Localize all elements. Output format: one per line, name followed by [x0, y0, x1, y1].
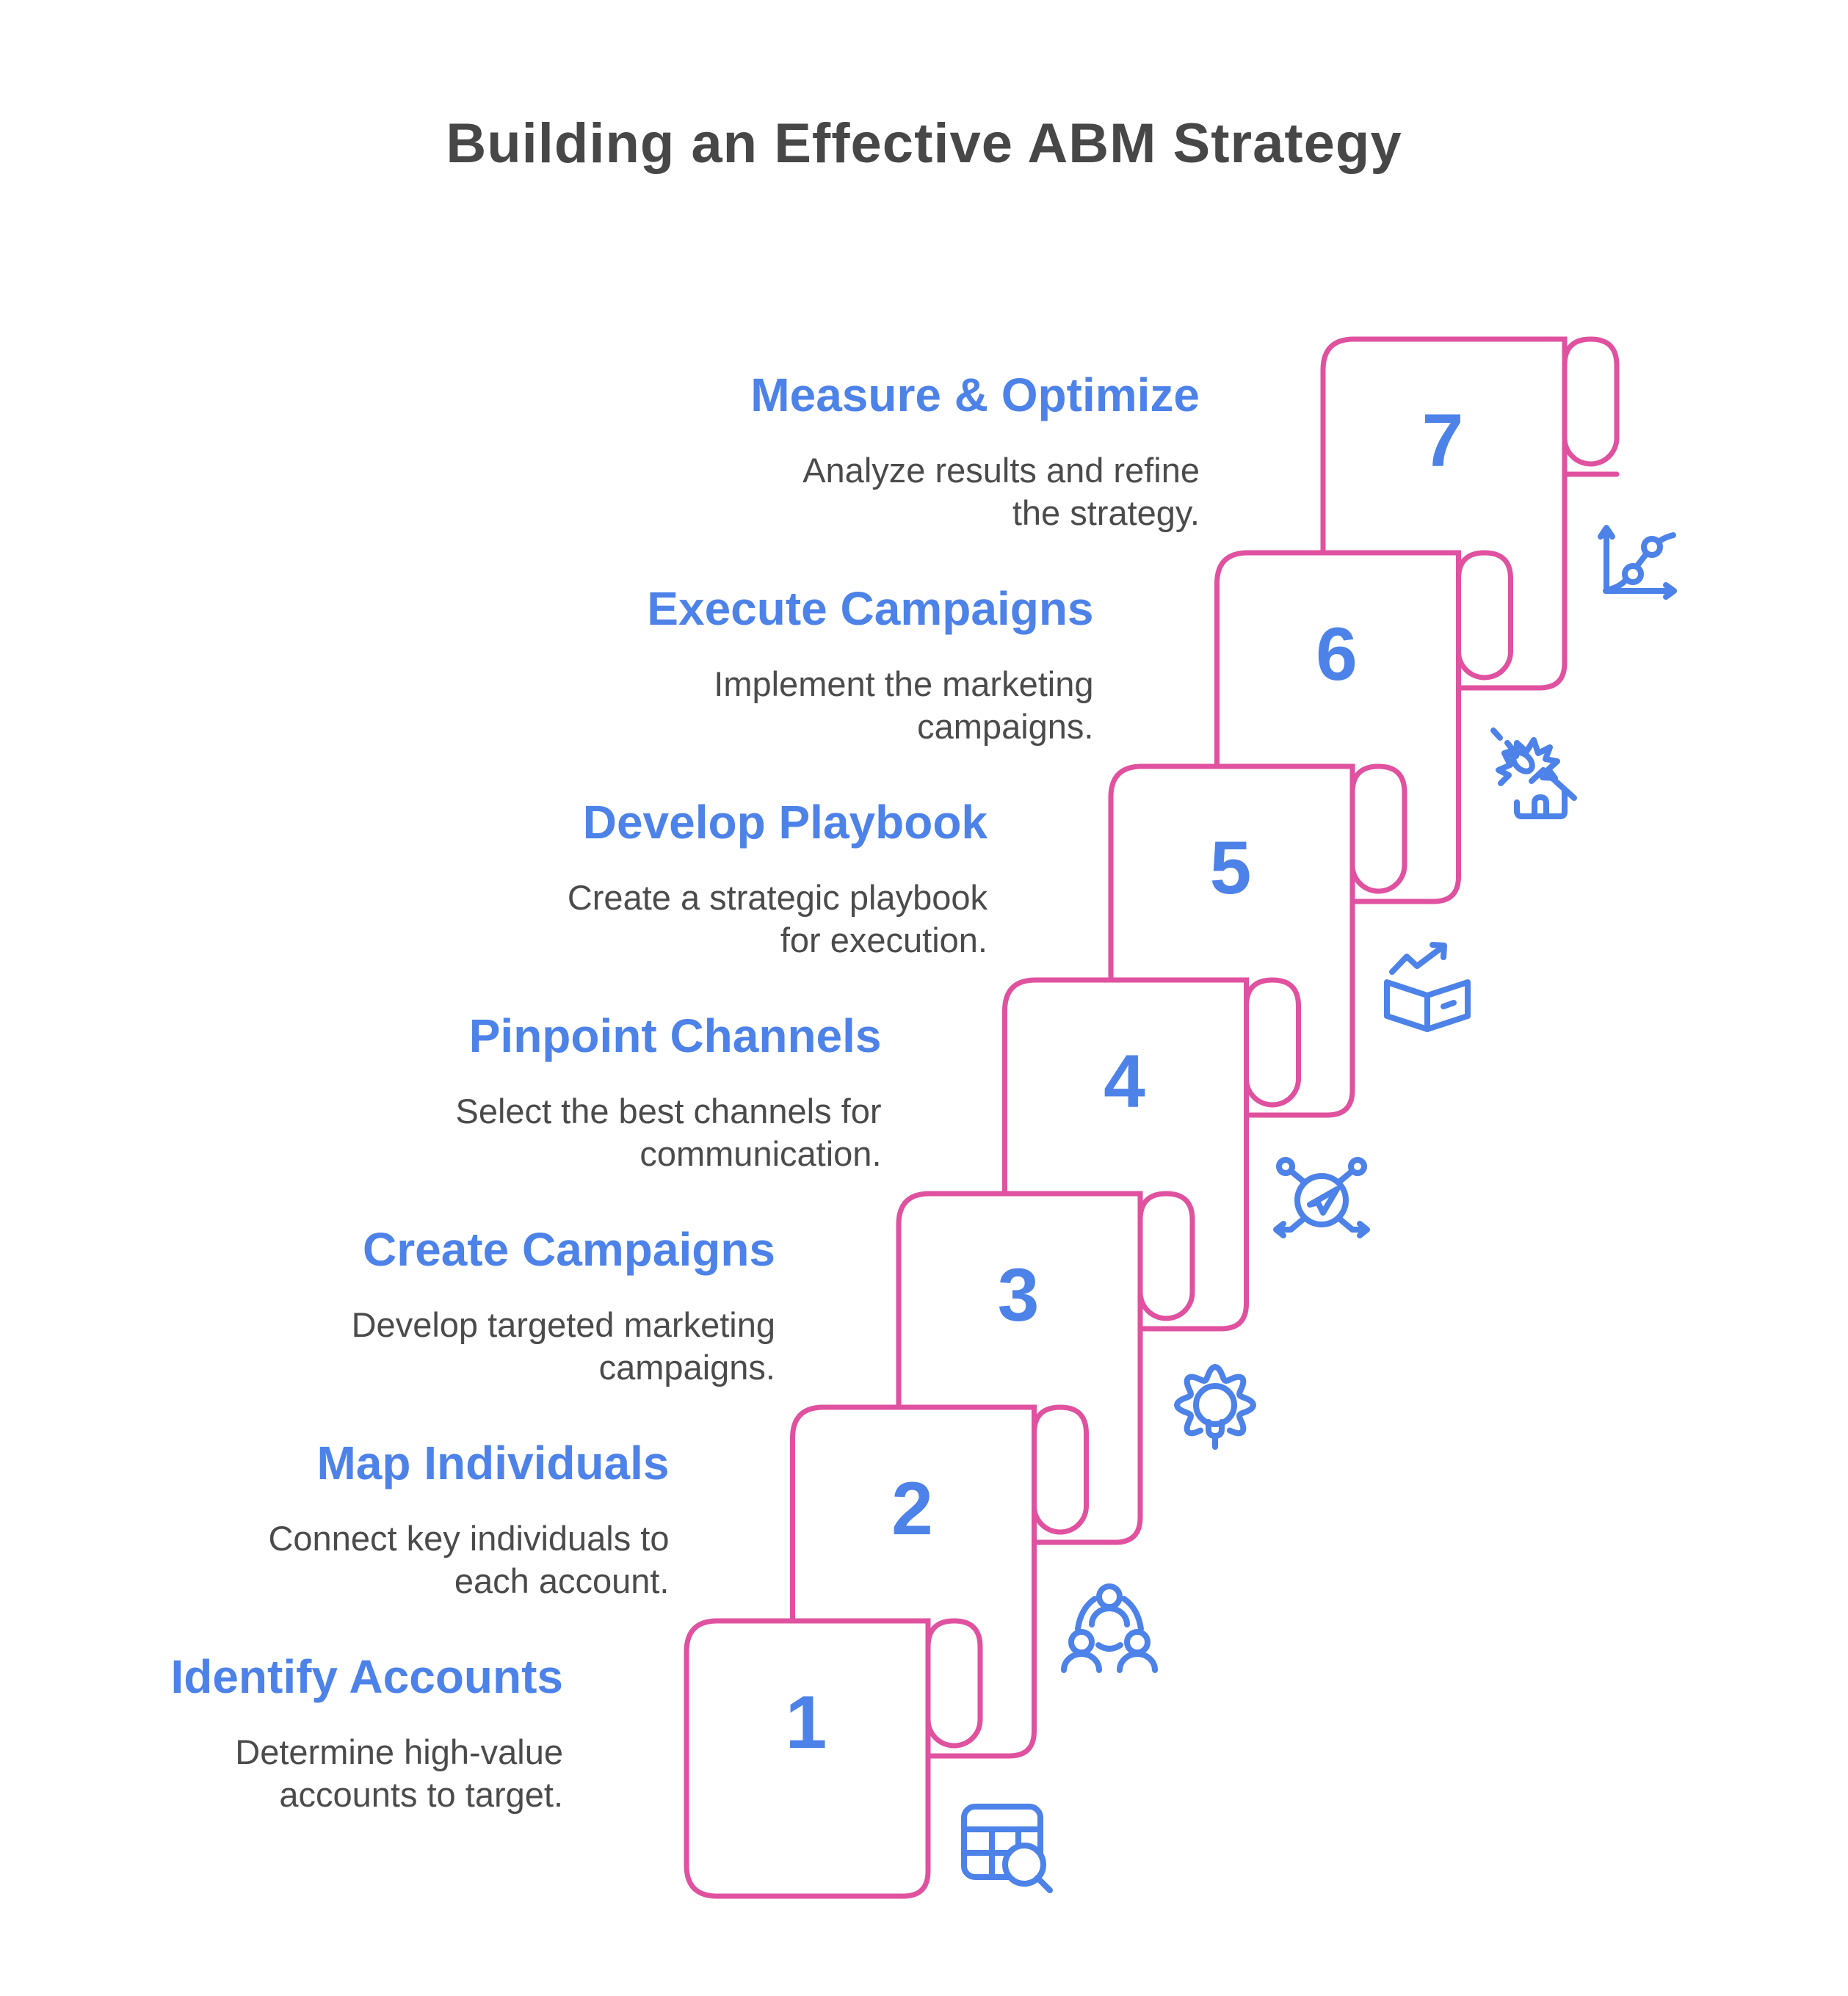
playbook-growth-icon — [1372, 934, 1482, 1044]
step-6-textblock: Execute Campaigns Implement the marketin… — [433, 581, 1094, 748]
step-4-title: Pinpoint Channels — [468, 1009, 882, 1062]
step-4-textblock: Pinpoint Channels Select the best channe… — [221, 1008, 882, 1175]
page-title: Building an Effective ABM Strategy — [446, 112, 1402, 175]
step-3-number: 3 — [997, 1253, 1040, 1337]
step-6-number: 6 — [1316, 612, 1358, 696]
gear-lightbulb-icon — [1160, 1361, 1270, 1471]
step-2-number: 2 — [891, 1467, 933, 1550]
line-chart-icon — [1584, 507, 1695, 617]
step-6-title: Execute Campaigns — [647, 582, 1094, 635]
step-7-number: 7 — [1421, 399, 1464, 482]
step-7-title: Measure & Optimize — [750, 369, 1200, 421]
step-7-textblock: Measure & Optimize Analyze results and r… — [539, 367, 1200, 534]
step-2-title: Map Individuals — [316, 1437, 670, 1489]
team-network-icon — [1054, 1575, 1164, 1685]
step-4-number: 4 — [1104, 1039, 1145, 1123]
step-2-textblock: Map Individuals Connect key individuals … — [9, 1435, 670, 1603]
table-search-icon — [948, 1788, 1058, 1898]
step-5-number: 5 — [1209, 826, 1252, 910]
step-5-textblock: Develop Playbook Create a strategic play… — [327, 794, 988, 962]
campaign-impact-icon — [1479, 720, 1589, 830]
send-channels-icon — [1267, 1147, 1377, 1258]
step-3-title: Create Campaigns — [363, 1223, 775, 1276]
step-3-textblock: Create Campaigns Develop targeted market… — [115, 1222, 775, 1389]
step-1-title: Identify Accounts — [170, 1650, 563, 1703]
step-1-number: 1 — [785, 1680, 827, 1764]
step-5-title: Develop Playbook — [582, 796, 988, 849]
